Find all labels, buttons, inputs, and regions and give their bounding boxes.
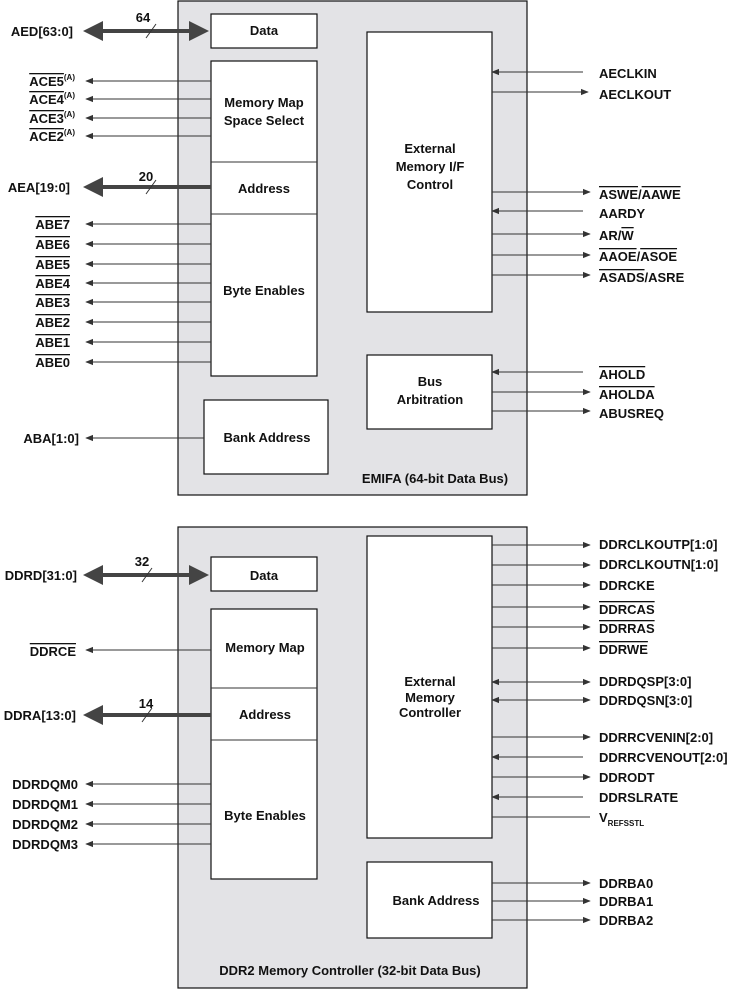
ddr2-data-block [210, 556, 318, 592]
sig-ddrras: DDRRAS [599, 621, 655, 636]
emifa-ext-if-label-3: Control [407, 177, 453, 192]
dqm-signal-label: DDRDQM1 [12, 797, 78, 812]
sig-ddrclkoutn: DDRCLKOUTN[1:0] [599, 557, 718, 572]
sig-ddrwe: DDRWE [599, 642, 648, 657]
sig-ddrclkoutp: DDRCLKOUTP[1:0] [599, 537, 717, 552]
ddr2-ctrl-label-3: Controller [399, 705, 461, 720]
ace-signal-label: ACE5(A) [29, 73, 75, 89]
emifa-data-label: Data [250, 23, 279, 38]
ddr2-bank-address-block [366, 861, 493, 939]
emifa-title: EMIFA (64-bit Data Bus) [362, 471, 508, 486]
ace-signal-label: ACE2(A) [29, 128, 75, 144]
abe-signal-label: ABE3 [35, 295, 70, 310]
emifa-bank-address-label: Bank Address [224, 430, 311, 445]
emifa-ext-if-label-2: Memory I/F [396, 159, 465, 174]
emifa-byte-enables-label: Byte Enables [223, 283, 305, 298]
abe-signal-label: ABE4 [35, 276, 70, 291]
emifa-aba-label: ABA[1:0] [23, 431, 79, 446]
emifa-data-bus-width: 64 [136, 10, 151, 25]
sig-ddrcas: DDRCAS [599, 602, 655, 617]
emifa-bus-arb-block [366, 354, 493, 430]
sig-ddrslrate: DDRSLRATE [599, 790, 679, 805]
emifa-address-label: Address [238, 181, 290, 196]
ddr2-bank-address-label: Bank Address [393, 893, 480, 908]
sig-aaoe-asoe: AAOE/ASOE [599, 249, 677, 264]
emifa-memmap-label-2: Space Select [224, 113, 305, 128]
emifa-addr-bus-width: 20 [139, 169, 153, 184]
sig-ddrrcvenout: DDRRCVENOUT[2:0] [599, 750, 728, 765]
ddr2-ctrl-label-2: Memory [405, 690, 456, 705]
dqm-signal-label: DDRDQM3 [12, 837, 78, 852]
ddr2-addr-bus-label: DDRA[13:0] [4, 708, 76, 723]
abe-signal-label: ABE2 [35, 315, 70, 330]
ddr2-title: DDR2 Memory Controller (32-bit Data Bus) [219, 963, 480, 978]
ddr2-ce-label: DDRCE [30, 644, 77, 659]
sig-ahold: AHOLD [599, 367, 645, 382]
sig-ddrcke: DDRCKE [599, 578, 655, 593]
sig-ddrrcvenin: DDRRCVENIN[2:0] [599, 730, 713, 745]
sig-aholda: AHOLDA [599, 387, 655, 402]
emifa-ext-if-block [366, 31, 493, 313]
sig-abusreq: ABUSREQ [599, 406, 664, 421]
sig-ddrodt: DDRODT [599, 770, 655, 785]
sig-ddrdqsn: DDRDQSN[3:0] [599, 693, 692, 708]
ba-signal-label: DDRBA0 [599, 876, 653, 891]
ddr2-section: Data Memory Map Address Byte Enables Ext… [4, 526, 728, 989]
sig-aardy: AARDY [599, 206, 646, 221]
sig-aeclkin: AECLKIN [599, 66, 657, 81]
emifa-ace-signals: ACE5(A) ACE4(A) ACE3(A) ACE2(A) [29, 73, 211, 144]
abe-signal-label: ABE1 [35, 335, 70, 350]
abe-signal-label: ABE0 [35, 355, 70, 370]
emifa-bank-address-block [203, 399, 329, 475]
ddr2-byte-enables-label: Byte Enables [224, 808, 306, 823]
emifa-mem-block [210, 60, 318, 377]
sig-asads-asre: ASADS/ASRE [599, 270, 685, 285]
ace-signal-label: ACE4(A) [29, 91, 75, 107]
sig-vrefsstl: VREFSSTL [599, 810, 644, 828]
emifa-bus-arb-label-2: Arbitration [397, 392, 464, 407]
ddr2-data-bus-width: 32 [135, 554, 149, 569]
ba-signal-label: DDRBA2 [599, 913, 653, 928]
emifa-memmap-label-1: Memory Map [224, 95, 304, 110]
emifa-addr-bus-label: AEA[19:0] [8, 180, 70, 195]
abe-signal-label: ABE5 [35, 257, 70, 272]
ddr2-ctrl-label-1: External [404, 674, 455, 689]
emifa-ext-if-label-1: External [404, 141, 455, 156]
ddr2-data-bus-label: DDRD[31:0] [5, 568, 77, 583]
emifa-bus-arb-label-1: Bus [418, 374, 443, 389]
abe-signal-label: ABE7 [35, 217, 70, 232]
abe-signal-label: ABE6 [35, 237, 70, 252]
ddr2-ctrl-block [366, 535, 493, 839]
ddr2-address-label: Address [239, 707, 291, 722]
emifa-data-block [210, 13, 318, 49]
emifa-data-bus-label: AED[63:0] [11, 24, 73, 39]
dqm-signal-label: DDRDQM2 [12, 817, 78, 832]
ddr2-addr-bus-width: 14 [139, 696, 154, 711]
sig-aeclkout: AECLKOUT [599, 87, 671, 102]
sig-ar-w: AR/W [599, 228, 634, 243]
ddr2-mem-block [210, 608, 318, 880]
sig-aswe-aawe: ASWE/AAWE [599, 187, 681, 202]
dqm-signal-label: DDRDQM0 [12, 777, 78, 792]
sig-ddrdqsp: DDRDQSP[3:0] [599, 674, 691, 689]
ddr2-memmap-label: Memory Map [225, 640, 305, 655]
emifa-section: Data Memory Map Space Select Address Byt… [8, 0, 685, 496]
ddr2-data-label: Data [250, 568, 279, 583]
ace-signal-label: ACE3(A) [29, 110, 75, 126]
ba-signal-label: DDRBA1 [599, 894, 653, 909]
